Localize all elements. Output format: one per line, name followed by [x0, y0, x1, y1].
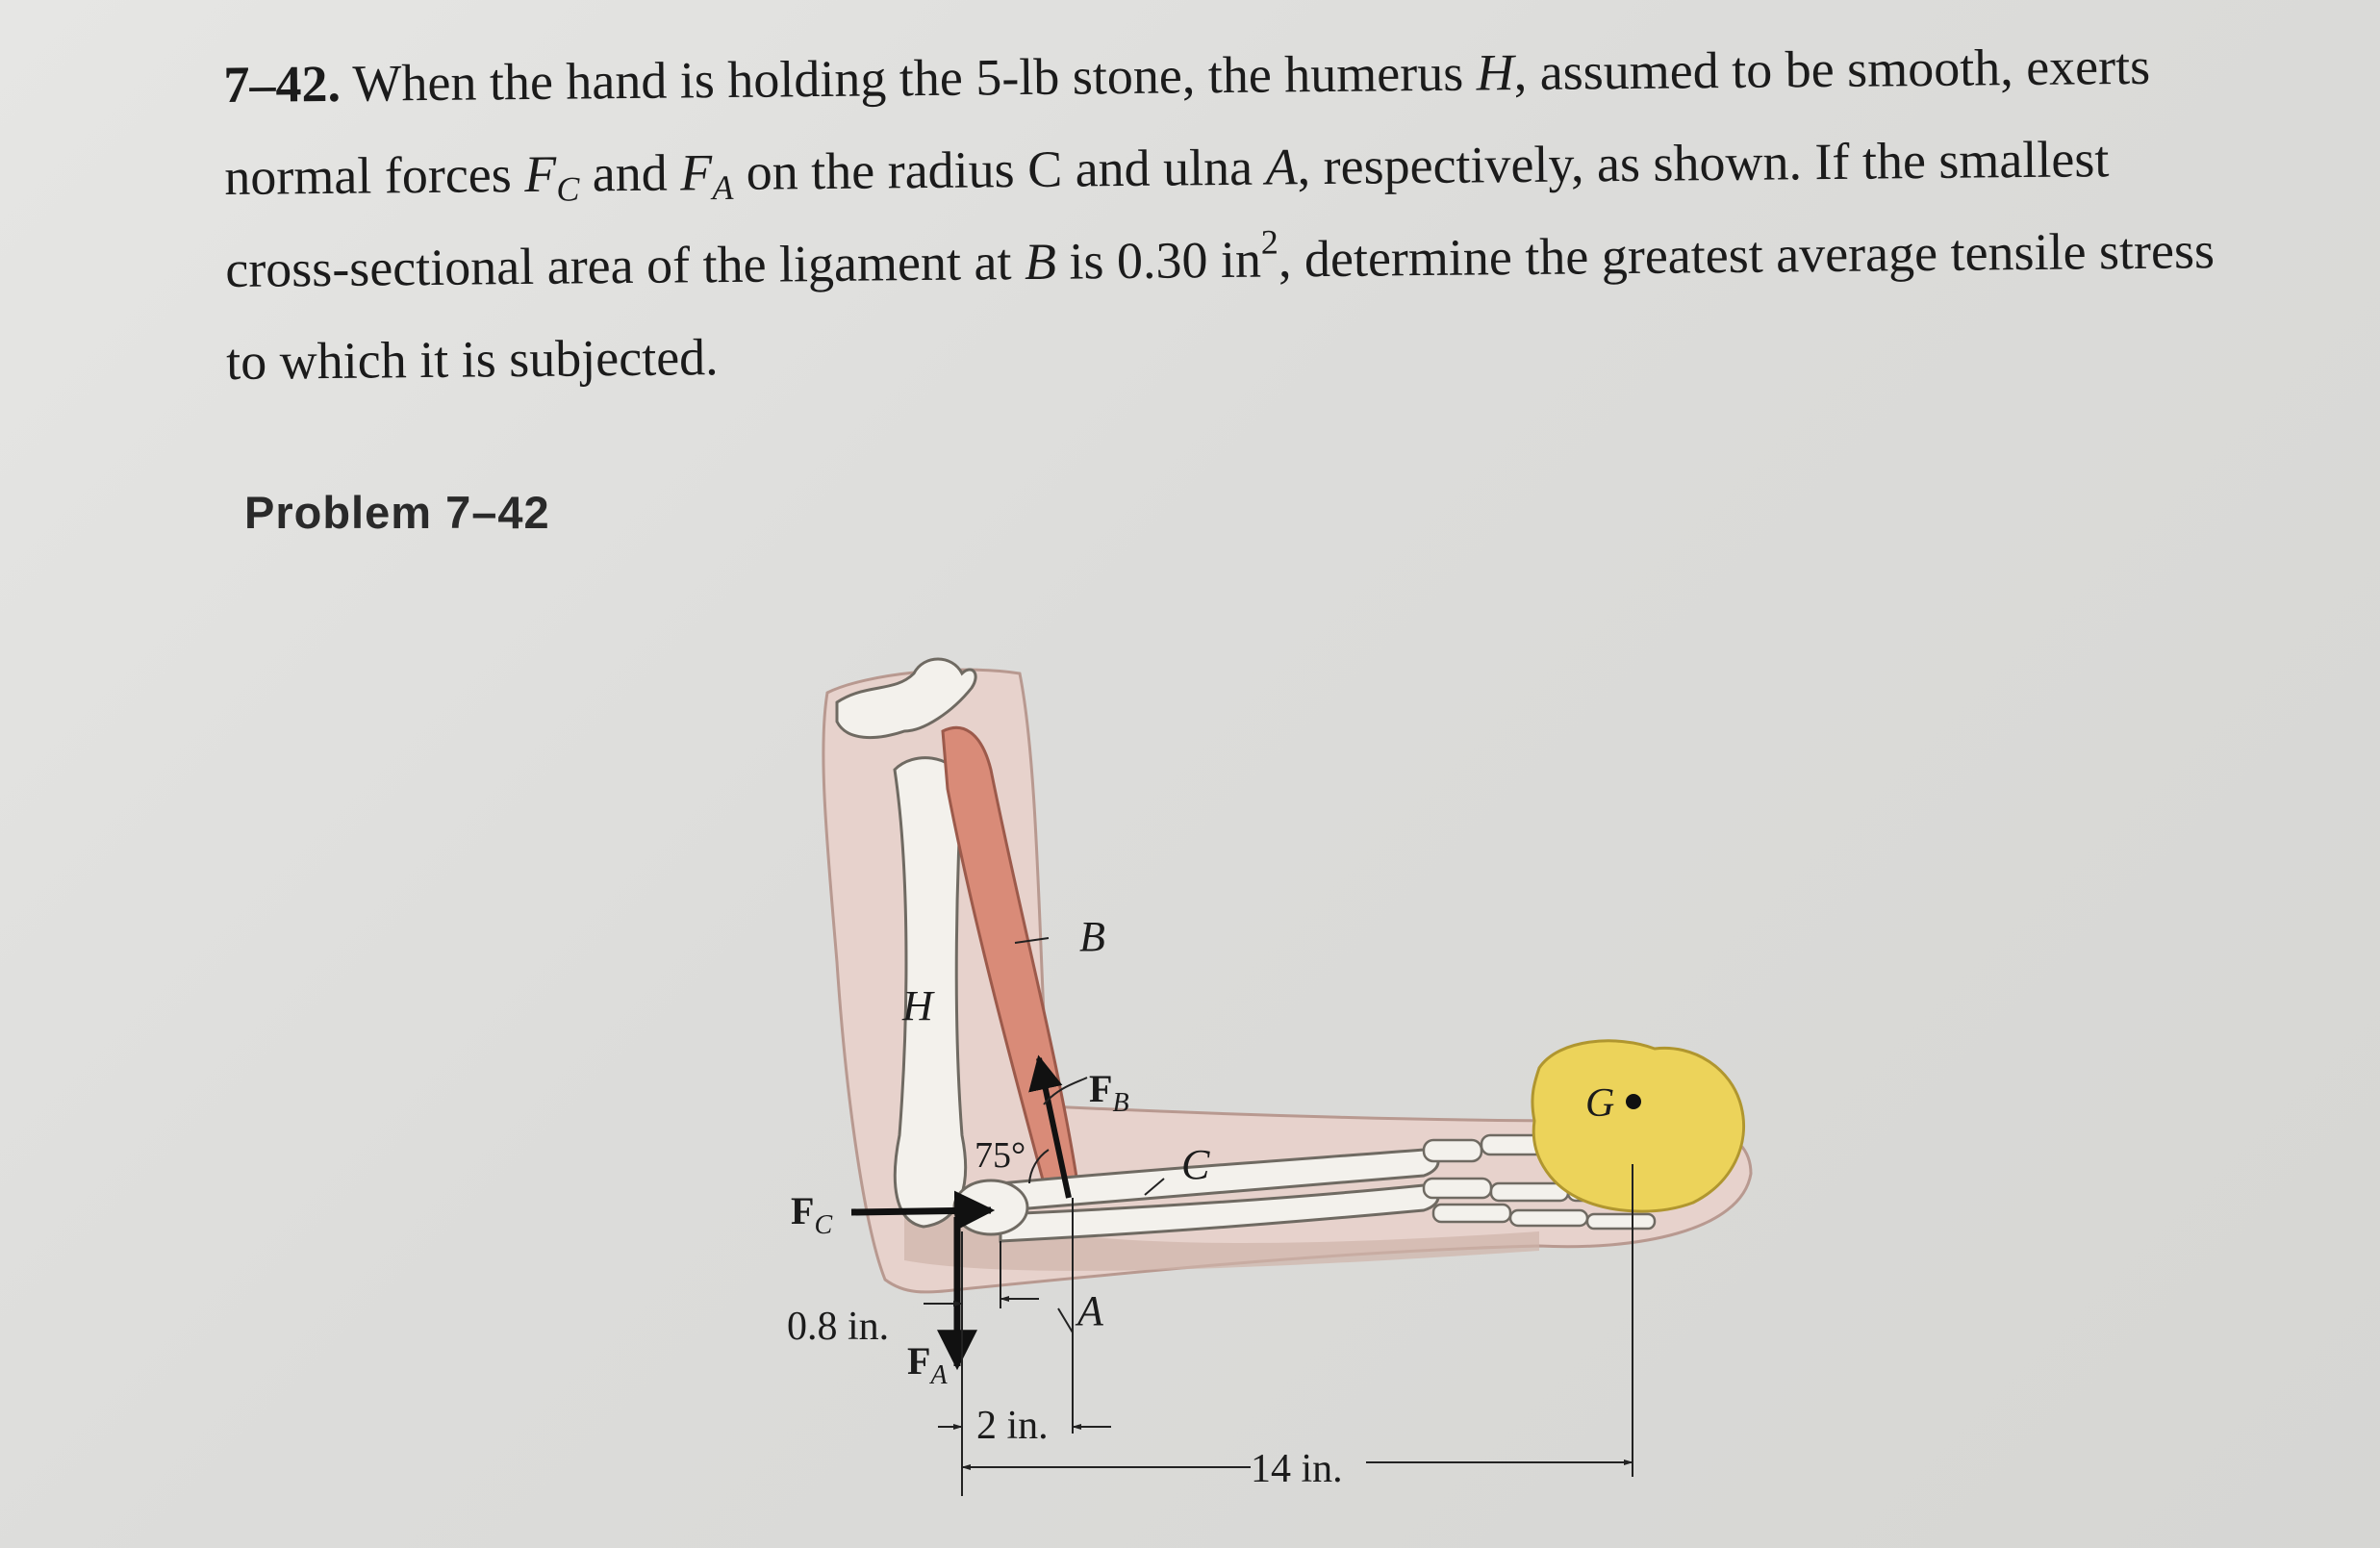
label-angle: 75° [975, 1135, 1025, 1176]
force-FB-arrow [1028, 1054, 1072, 1199]
shoulder-bone [835, 657, 977, 740]
dim-0.8in: 0.8 in. [787, 1305, 889, 1349]
center-of-gravity-dot [1626, 1094, 1641, 1109]
dimension-lines [924, 937, 1633, 1496]
label-FC: FC [791, 1189, 832, 1240]
label-A: A [1075, 1287, 1104, 1334]
problem-label: Problem 7–42 [244, 487, 550, 538]
label-C: C [1181, 1141, 1210, 1188]
force-FC-arrow [850, 1190, 996, 1231]
arm-shadow [904, 1193, 1539, 1271]
label-G: G [1585, 1081, 1614, 1126]
dim-2in: 2 in. [976, 1404, 1049, 1448]
label-B: B [1079, 913, 1105, 960]
label-FA: FA [907, 1339, 948, 1390]
stone [1531, 1039, 1746, 1213]
angle-arc [1028, 1149, 1050, 1184]
label-H: H [901, 982, 935, 1029]
dim-14in: 14 in. [1251, 1447, 1343, 1491]
label-FB: FB [1089, 1067, 1129, 1118]
